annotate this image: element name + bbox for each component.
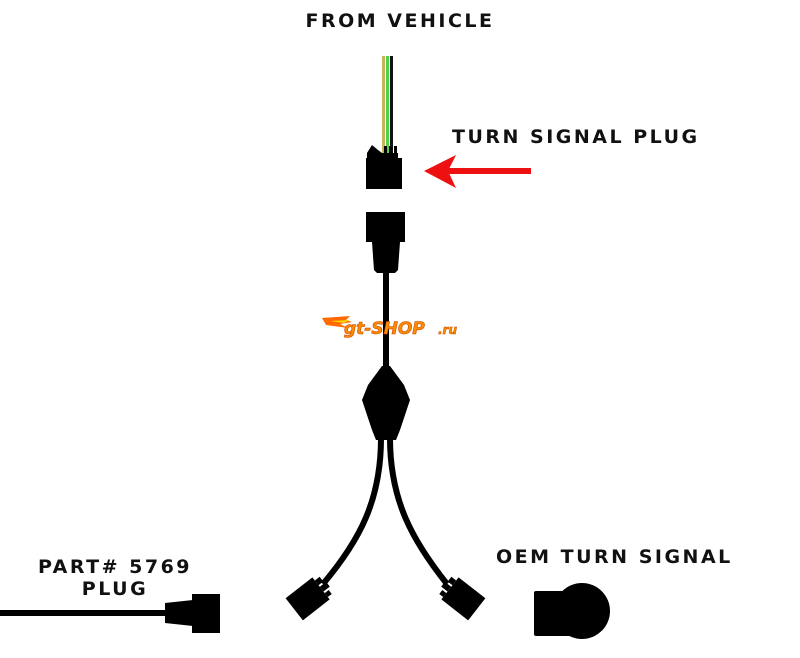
from-vehicle-label: FROM VEHICLE	[305, 10, 495, 32]
splitter-body	[362, 366, 410, 440]
vehicle-wire	[385, 56, 386, 154]
branch-connector-left	[285, 576, 332, 621]
part-5769-plug	[0, 594, 220, 633]
branch-connector-right	[439, 576, 486, 621]
vehicle-wire	[382, 56, 385, 154]
turn-signal-plug-label: TURN SIGNAL PLUG	[452, 126, 700, 148]
vehicle-wire	[386, 56, 389, 154]
turn-signal-plug	[366, 145, 402, 189]
oem-turn-signal-label: OEM TURN SIGNAL	[496, 546, 733, 568]
vehicle-wire	[390, 56, 393, 154]
harness-input-connector	[366, 212, 405, 273]
watermark-suffix: .ru	[438, 323, 457, 337]
gt-shop-watermark: gt-SHOP .ru	[322, 316, 458, 339]
red-arrow-icon	[424, 155, 531, 188]
part-plug-label-line1: PART# 5769	[37, 556, 193, 578]
oem-turn-signal	[534, 583, 610, 639]
branch-wire-right	[387, 437, 450, 586]
vehicle-wire	[389, 56, 390, 154]
part-plug-label-line2: PLUG	[81, 578, 149, 600]
harness-trunk-wire	[383, 272, 389, 372]
watermark-text: gt-SHOP	[344, 319, 425, 339]
part-plug-label: PART# 5769 PLUG	[30, 556, 200, 600]
branch-wire-left	[320, 437, 384, 586]
vehicle-wire-bundle	[382, 56, 393, 154]
